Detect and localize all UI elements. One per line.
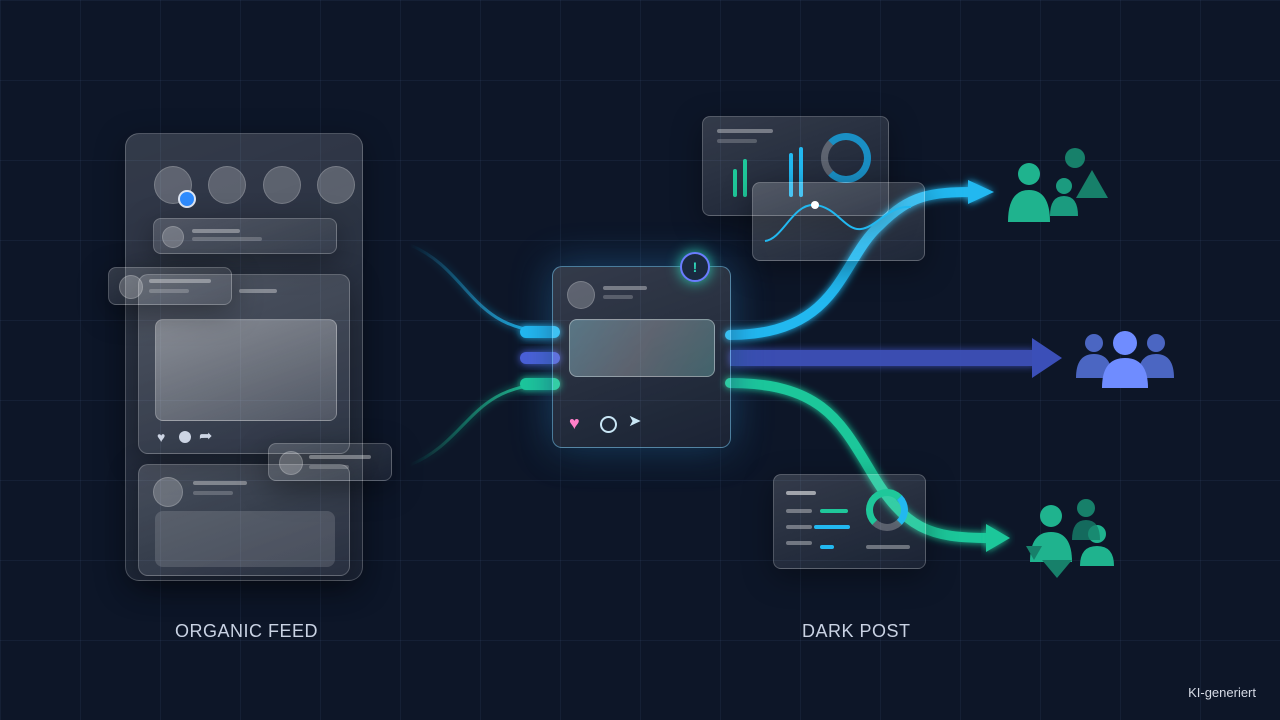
send-icon: ➤ <box>628 413 642 430</box>
feed-post-small <box>153 218 337 254</box>
like-icon: ♥ <box>569 413 580 433</box>
post-image <box>155 319 337 421</box>
arrow-icon-green <box>986 524 1010 552</box>
dark-post-card: ♥ ➤ <box>552 266 731 448</box>
arrow-icon-cyan <box>968 180 994 204</box>
watermark: KI-generiert <box>1188 685 1256 700</box>
analytics-list-panel <box>773 474 926 569</box>
outgoing-flow-cyan <box>725 187 980 340</box>
donut-chart-icon <box>866 489 908 531</box>
story-avatar <box>208 166 246 204</box>
floating-post-chip <box>268 443 392 481</box>
comment-icon <box>179 431 191 443</box>
feed-post-large: ♥ ➦ <box>138 274 350 454</box>
phone-mockup: ♥ ➦ <box>125 133 363 581</box>
floating-post-chip <box>108 267 232 305</box>
organic-feed-label: ORGANIC FEED <box>175 621 319 641</box>
analytics-bar-panel <box>702 116 889 216</box>
dark-post-image <box>569 319 715 377</box>
story-badge-icon <box>178 190 196 208</box>
audience-group-icon <box>1008 148 1108 222</box>
comment-icon <box>600 416 617 433</box>
donut-chart-icon <box>821 133 871 183</box>
story-avatar <box>317 166 355 204</box>
audience-group-icon <box>1026 499 1114 578</box>
heart-icon: ♥ <box>157 429 166 445</box>
story-avatar <box>263 166 301 204</box>
dark-post-label: DARK POST <box>802 621 911 641</box>
arrow-icon-blue <box>1032 338 1062 378</box>
analytics-line-panel <box>752 182 925 261</box>
feed-post-bottom <box>138 464 350 576</box>
share-icon: ➦ <box>199 428 213 445</box>
notification-badge-icon: ! <box>680 252 710 282</box>
audience-group-icon <box>1076 331 1174 388</box>
outgoing-flow-green <box>725 378 995 543</box>
outgoing-flow-blue <box>730 350 1035 366</box>
